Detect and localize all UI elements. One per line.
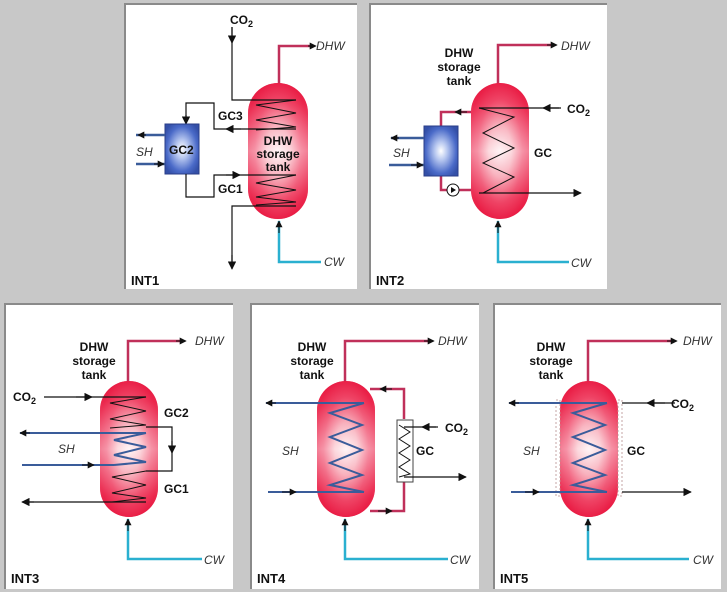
gc-box bbox=[396, 419, 414, 483]
panel-int2: CO2 DHW CW SH GC DHW storage tank INT2 bbox=[369, 3, 607, 289]
co2-label: CO2 bbox=[230, 13, 253, 29]
sh-label: SH bbox=[136, 145, 153, 159]
panel-title: INT4 bbox=[257, 571, 286, 586]
gc1-label: GC1 bbox=[164, 482, 189, 496]
cw-pipe bbox=[126, 519, 202, 561]
gc1-label: GC1 bbox=[218, 182, 243, 196]
dhw-label: DHW bbox=[195, 334, 225, 348]
sh-coil bbox=[326, 402, 366, 493]
dhw-label: DHW bbox=[561, 39, 591, 53]
tank-label-line1: DHW bbox=[298, 340, 327, 354]
int4-diagram: CO2 DHW CW SH GC DHW storage tank INT4 bbox=[257, 334, 472, 586]
sh-label: SH bbox=[282, 444, 299, 458]
panel-int4: CO2 DHW CW SH GC DHW storage tank INT4 bbox=[250, 303, 479, 589]
tank-label-line2: storage bbox=[529, 354, 573, 368]
dhw-pipe bbox=[126, 339, 181, 383]
gc-jacket-left bbox=[555, 399, 561, 497]
cw-pipe bbox=[496, 221, 569, 264]
int2-diagram: CO2 DHW CW SH GC DHW storage tank INT2 bbox=[376, 39, 593, 288]
box-to-tank-pipe bbox=[439, 173, 471, 192]
co2-line bbox=[231, 27, 296, 101]
gc3-to-gc2-line bbox=[185, 102, 296, 130]
tank-label-line3: tank bbox=[539, 368, 564, 382]
cw-label: CW bbox=[450, 553, 472, 567]
gc-jacket-right bbox=[617, 399, 623, 497]
tank-label-line1: DHW bbox=[537, 340, 566, 354]
tank-label-line1: DHW bbox=[264, 134, 293, 148]
gc1-coil bbox=[255, 174, 297, 206]
panel-title: INT2 bbox=[376, 273, 404, 288]
co2-out-line bbox=[231, 205, 296, 267]
panel-int3: CO2 DHW CW SH GC2 GC1 DHW storage tank I… bbox=[4, 303, 233, 589]
cw-pipe bbox=[343, 519, 448, 561]
gc2-box bbox=[164, 123, 200, 175]
tank-to-gc-pipe bbox=[370, 481, 406, 513]
cw-label: CW bbox=[571, 256, 593, 270]
sh-label: SH bbox=[58, 442, 75, 456]
tank-label-line1: DHW bbox=[445, 46, 474, 60]
panel-title: INT5 bbox=[500, 571, 528, 586]
panel-int1: CO2 DHW CW SH GC3 GC2 GC1 DHW storage ta… bbox=[124, 3, 357, 289]
tank-label-line3: tank bbox=[447, 74, 472, 88]
sh-coil bbox=[113, 432, 147, 466]
gc-coil bbox=[398, 424, 412, 478]
gc-label: GC bbox=[627, 444, 645, 458]
gc3-label: GC3 bbox=[218, 109, 243, 123]
cw-label: CW bbox=[693, 553, 715, 567]
gc2-coil bbox=[109, 396, 147, 429]
co2-label: CO2 bbox=[671, 397, 694, 413]
cw-label: CW bbox=[204, 553, 226, 567]
int5-diagram: CO2 DHW CW SH GC DHW storage tank INT5 bbox=[500, 334, 715, 586]
panel-title: INT1 bbox=[131, 273, 159, 288]
sh-label: SH bbox=[393, 146, 410, 160]
co2-label: CO2 bbox=[567, 102, 590, 118]
tank-label-line2: storage bbox=[437, 60, 481, 74]
gc2-label: GC2 bbox=[169, 143, 194, 157]
gc2-label: GC2 bbox=[164, 406, 189, 420]
dhw-label: DHW bbox=[683, 334, 713, 348]
tank-label-line1: DHW bbox=[80, 340, 109, 354]
gc-coil bbox=[478, 107, 516, 194]
panel-title: INT3 bbox=[11, 571, 39, 586]
tank-label-line2: storage bbox=[72, 354, 116, 368]
tank-to-box-pipe bbox=[439, 110, 471, 127]
gc1-coil bbox=[111, 470, 147, 503]
gc3-coil bbox=[255, 99, 297, 131]
dhw-pipe bbox=[586, 339, 671, 383]
int1-diagram: CO2 DHW CW SH GC3 GC2 GC1 DHW storage ta… bbox=[131, 13, 346, 288]
gc-to-tank-pipe bbox=[370, 387, 406, 419]
int3-diagram: CO2 DHW CW SH GC2 GC1 DHW storage tank I… bbox=[11, 334, 226, 586]
tank-label-line3: tank bbox=[300, 368, 325, 382]
tank-label-line3: tank bbox=[266, 160, 291, 174]
dhw-pipe bbox=[277, 44, 311, 85]
gc-label: GC bbox=[416, 444, 434, 458]
tank-label-line3: tank bbox=[82, 368, 107, 382]
dhw-pipe bbox=[496, 43, 553, 85]
heat-exchanger-box bbox=[423, 125, 459, 177]
co2-label: CO2 bbox=[13, 390, 36, 406]
cw-pipe bbox=[586, 519, 689, 561]
cw-pipe bbox=[277, 221, 321, 264]
cw-label: CW bbox=[324, 255, 346, 269]
sh-coil bbox=[569, 402, 609, 493]
sh-label: SH bbox=[523, 444, 540, 458]
tank-label-line2: storage bbox=[256, 147, 300, 161]
co2-label: CO2 bbox=[445, 421, 468, 437]
dhw-pipe bbox=[343, 339, 428, 383]
dhw-label: DHW bbox=[438, 334, 468, 348]
dhw-label: DHW bbox=[316, 39, 346, 53]
panel-int5: CO2 DHW CW SH GC DHW storage tank INT5 bbox=[493, 303, 721, 589]
gc-label: GC bbox=[534, 146, 552, 160]
tank-label-line2: storage bbox=[290, 354, 334, 368]
gc2-to-gc1-line bbox=[185, 174, 296, 198]
